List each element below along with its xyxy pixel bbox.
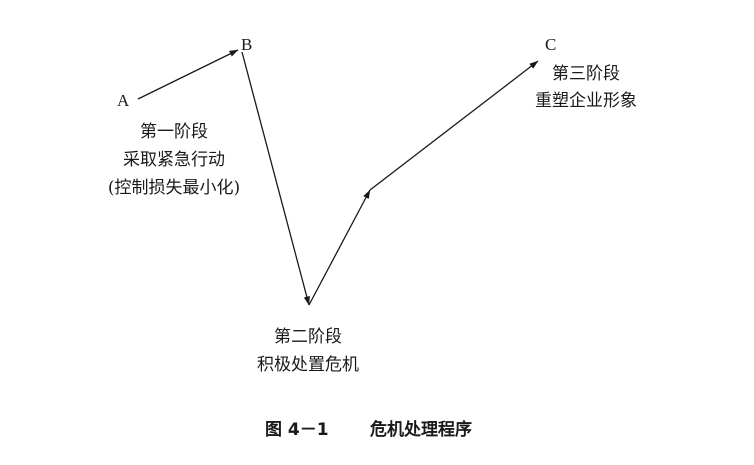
figure-title: 危机处理程序 (369, 419, 472, 440)
stage-1-annotation: 第一阶段 采取紧急行动 (控制损失最小化) (108, 122, 240, 198)
arrow-b-to-trough (241, 51, 310, 306)
point-a-label: A (117, 91, 130, 110)
stage-2-annotation: 第二阶段 积极处置危机 (257, 327, 359, 375)
arrow-a-to-b (137, 49, 239, 100)
point-c-label: C (545, 35, 556, 54)
stage-1-note: (控制损失最小化) (108, 178, 240, 198)
point-b-label: B (241, 35, 252, 54)
stage-1-action: 采取紧急行动 (123, 150, 225, 170)
arrow-trough-to-mid (308, 189, 371, 306)
figure-caption: 图 4－1 危机处理程序 (265, 419, 472, 440)
arrow-mid-to-c (369, 60, 539, 191)
stage-3-annotation: 第三阶段 重塑企业形象 (535, 64, 637, 111)
figure-number: 图 4－1 (265, 420, 329, 440)
stage-3-action: 重塑企业形象 (535, 91, 637, 111)
stage-2-action: 积极处置危机 (257, 355, 359, 375)
stage-3-title: 第三阶段 (552, 64, 620, 84)
stage-1-title: 第一阶段 (140, 122, 208, 142)
stage-2-title: 第二阶段 (274, 327, 342, 347)
